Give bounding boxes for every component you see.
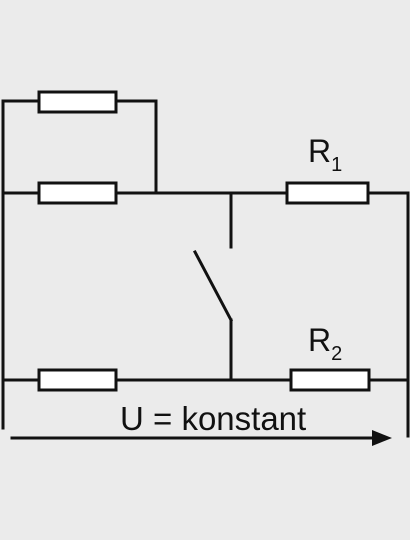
resistor-bottom-left	[37, 368, 118, 392]
voltage-arrow-head	[372, 430, 392, 446]
resistor-r2	[289, 368, 371, 392]
voltage-label: U = konstant	[120, 400, 306, 437]
r1-label: R1	[308, 133, 342, 176]
r1-label-subscript: 1	[331, 154, 342, 176]
r2-label-main: R	[308, 322, 331, 358]
r2-label-subscript: 2	[331, 343, 342, 365]
resistor-top	[37, 90, 118, 114]
r1-label-main: R	[308, 133, 331, 169]
resistor-r1	[285, 181, 370, 205]
switch-blade	[192, 249, 234, 323]
r2-label: R2	[308, 322, 342, 365]
resistor-middle-left	[37, 181, 118, 205]
